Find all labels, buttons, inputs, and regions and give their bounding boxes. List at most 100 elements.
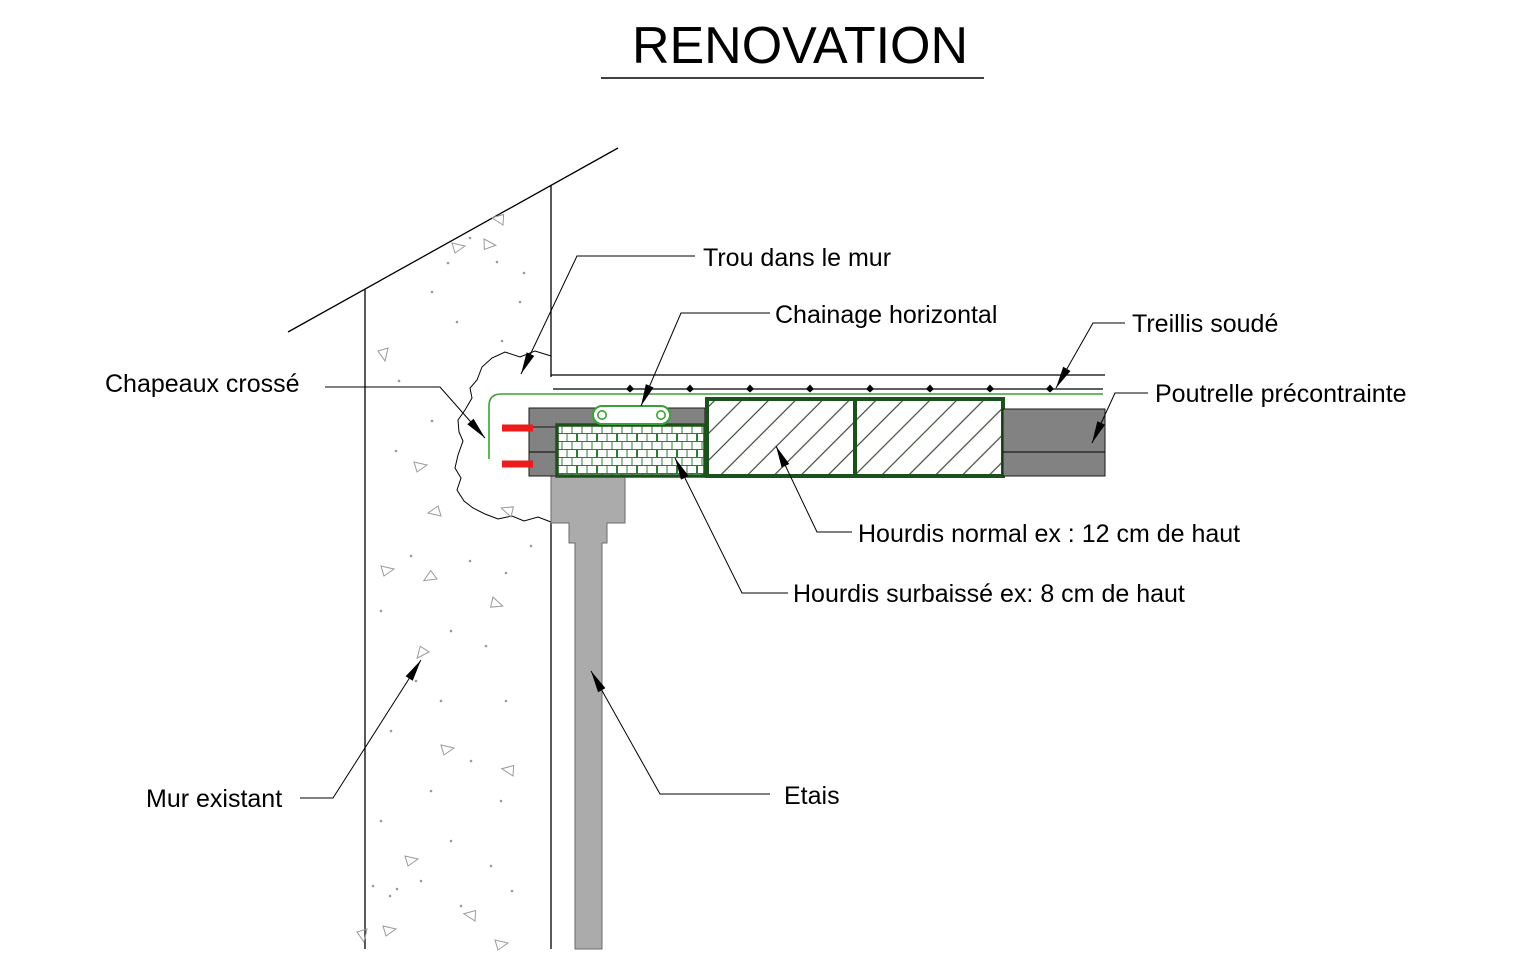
leader-hourdis-surbaisse bbox=[674, 457, 788, 594]
leader-arrowhead bbox=[776, 446, 790, 468]
aggregate-triangle bbox=[416, 645, 430, 660]
leader-arrowhead bbox=[591, 671, 606, 693]
chainage-section-stadium bbox=[592, 405, 671, 425]
mesh-bar-dot bbox=[806, 384, 814, 393]
poutrelle-beam bbox=[1002, 408, 1106, 477]
aggregate-dot bbox=[389, 729, 393, 733]
aggregate-triangle bbox=[413, 461, 429, 473]
prop-etai bbox=[550, 475, 626, 950]
chainage-rebar-right bbox=[655, 409, 666, 420]
aggregate-triangle bbox=[426, 505, 442, 517]
aggregate-dot bbox=[388, 894, 392, 898]
aggregate-triangle bbox=[382, 925, 398, 937]
leader-arrowhead bbox=[467, 418, 485, 438]
aggregate-dot bbox=[394, 449, 398, 453]
label-etais: Etais bbox=[784, 782, 840, 810]
annotations: RENOVATION Trou dans le mur Chainage hor… bbox=[105, 17, 1407, 813]
aggregate-dot bbox=[449, 629, 453, 633]
aggregate-dot bbox=[468, 559, 472, 563]
leader-arrowhead bbox=[1092, 421, 1106, 443]
aggregate-dot bbox=[439, 699, 443, 703]
mesh-bar-dot bbox=[686, 384, 694, 393]
drawing-title: RENOVATION bbox=[632, 17, 968, 75]
aggregate-dot bbox=[419, 879, 423, 883]
aggregate-triangle bbox=[356, 928, 368, 944]
mesh-bar-dot bbox=[1046, 384, 1054, 393]
leader-chainage bbox=[640, 312, 770, 407]
concrete-texture bbox=[356, 213, 533, 951]
aggregate-dot bbox=[489, 864, 493, 868]
aggregate-dot bbox=[449, 839, 453, 843]
label-chainage: Chainage horizontal bbox=[775, 301, 997, 329]
leader-arrowhead bbox=[521, 352, 535, 374]
aggregate-dot bbox=[379, 819, 383, 823]
wall-break-line bbox=[287, 147, 619, 333]
floor-slab bbox=[488, 374, 1106, 478]
aggregate-triangle bbox=[489, 596, 504, 608]
label-treillis: Treillis soudé bbox=[1132, 310, 1278, 338]
label-trou: Trou dans le mur bbox=[703, 244, 891, 272]
chainage-bar-line bbox=[488, 393, 1103, 459]
mesh-bar-dot bbox=[626, 384, 634, 393]
leader-lines bbox=[300, 255, 1148, 799]
label-chapeaux: Chapeaux crossé bbox=[105, 370, 300, 398]
leader-hourdis-normal bbox=[775, 445, 852, 533]
leader-trou bbox=[520, 255, 695, 375]
leader-chapeaux bbox=[325, 386, 486, 439]
aggregate-dot bbox=[379, 609, 383, 613]
chainage-rebar-left bbox=[596, 409, 607, 420]
aggregate-triangle bbox=[462, 909, 477, 922]
aggregate-triangle bbox=[422, 569, 438, 582]
aggregate-triangle bbox=[483, 238, 498, 251]
aggregate-dot bbox=[459, 904, 463, 908]
aggregate-dot bbox=[468, 236, 472, 240]
mesh-bar-dot bbox=[986, 384, 994, 393]
leader-arrowhead bbox=[641, 384, 654, 406]
mesh-bar-dot bbox=[926, 384, 934, 393]
aggregate-triangle bbox=[500, 764, 515, 777]
aggregate-dot bbox=[522, 271, 526, 275]
welded-mesh-dots bbox=[626, 384, 1054, 393]
label-mur: Mur existant bbox=[146, 785, 282, 813]
aggregate-dot bbox=[409, 554, 413, 558]
aggregate-dot bbox=[430, 290, 434, 294]
leader-treillis bbox=[1055, 322, 1125, 389]
label-hourdis-surbaisse: Hourdis surbaissé ex: 8 cm de haut bbox=[793, 580, 1185, 608]
aggregate-triangle bbox=[440, 744, 456, 756]
aggregate-triangle bbox=[380, 565, 396, 577]
mesh-bar-dot bbox=[866, 384, 874, 393]
aggregate-dot bbox=[469, 759, 473, 763]
aggregate-dot bbox=[510, 889, 514, 893]
aggregate-dot bbox=[499, 799, 503, 803]
aggregate-dot bbox=[484, 644, 488, 648]
prop-shape bbox=[550, 475, 626, 950]
leader-etais bbox=[590, 670, 770, 795]
label-poutrelle: Poutrelle précontrainte bbox=[1155, 380, 1407, 408]
leader-arrowhead bbox=[1056, 366, 1071, 388]
aggregate-dot bbox=[395, 887, 399, 891]
aggregate-dot bbox=[455, 320, 459, 324]
aggregate-dot bbox=[446, 261, 450, 265]
aggregate-triangle bbox=[404, 855, 420, 867]
aggregate-dot bbox=[529, 544, 533, 548]
mesh-bar-dot bbox=[746, 384, 754, 393]
leader-mur bbox=[300, 659, 422, 799]
aggregate-triangle bbox=[451, 242, 467, 254]
leader-arrowhead bbox=[405, 660, 421, 681]
aggregate-dot bbox=[518, 300, 522, 304]
hourdis-normal-block-2 bbox=[853, 397, 1005, 478]
aggregate-dot bbox=[371, 884, 375, 888]
aggregate-dot bbox=[397, 379, 401, 383]
aggregate-dot bbox=[430, 419, 434, 423]
aggregate-dot bbox=[504, 571, 508, 575]
aggregate-dot bbox=[414, 679, 418, 683]
aggregate-dot bbox=[495, 260, 499, 264]
leader-arrowhead bbox=[675, 458, 689, 480]
label-hourdis-normal: Hourdis normal ex : 12 cm de haut bbox=[858, 520, 1240, 548]
aggregate-triangle bbox=[500, 506, 515, 518]
aggregate-triangle bbox=[490, 213, 505, 226]
existing-wall bbox=[287, 147, 619, 951]
aggregate-dot bbox=[504, 699, 508, 703]
